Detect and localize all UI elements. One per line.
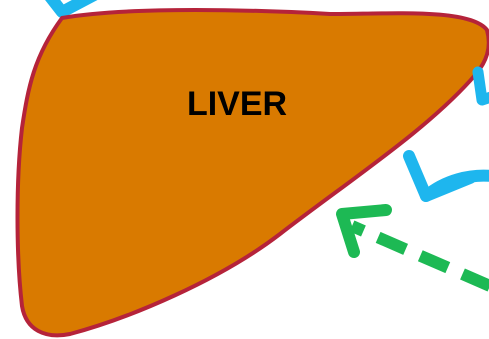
blue-arrow-middle-right [409, 156, 489, 196]
green-dashed-arrow-shaft [352, 226, 489, 286]
organ-label: LIVER [187, 85, 287, 123]
blue-arrow-middle-right-head [409, 156, 470, 196]
blue-arrow-top-left [48, 0, 96, 12]
blue-arrow-upper-right [478, 72, 489, 100]
green-dashed-arrow [342, 210, 489, 286]
green-dashed-arrow-head [342, 210, 386, 252]
